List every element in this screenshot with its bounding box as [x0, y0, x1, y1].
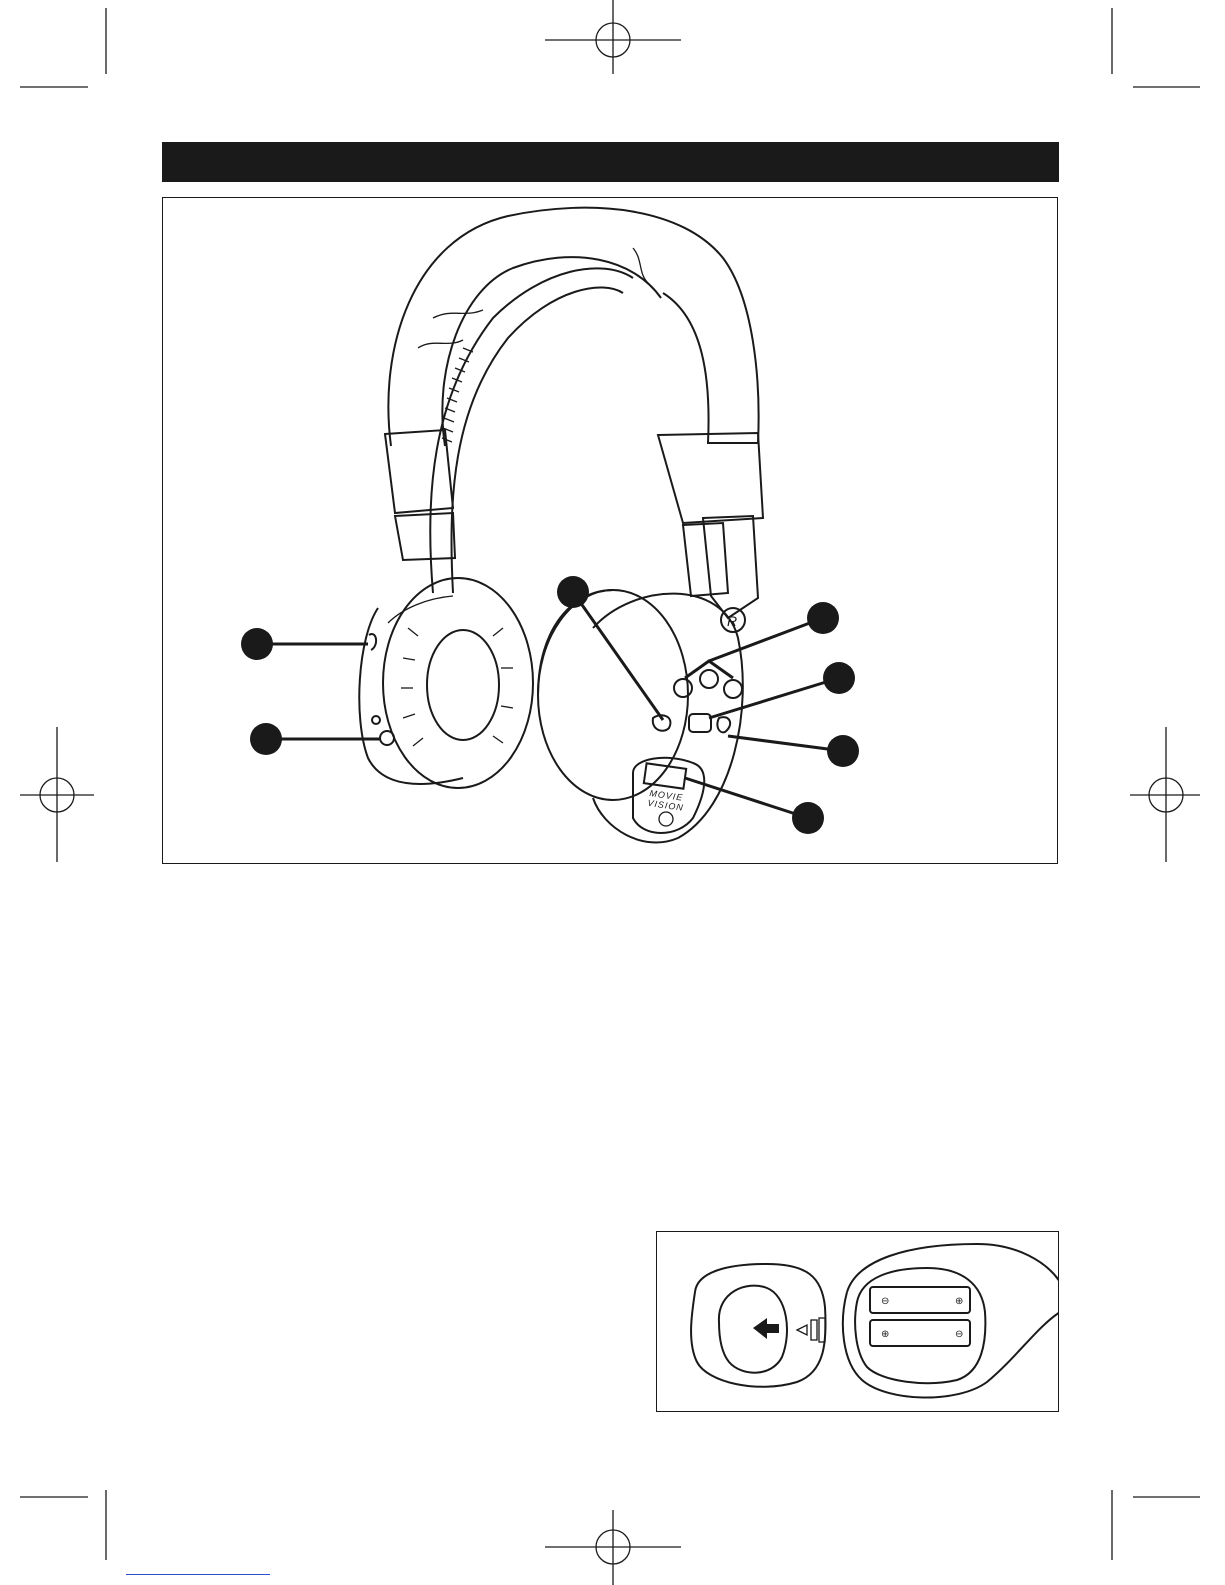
svg-text:⊕: ⊕ — [955, 1296, 963, 1307]
battery-compartment-diagram: ⊖ ⊕ ⊕ ⊖ — [656, 1231, 1059, 1412]
arrow-icon — [753, 1318, 779, 1339]
svg-text:⊖: ⊖ — [955, 1329, 963, 1340]
registration-mark-icon-right — [1130, 727, 1200, 862]
registration-mark-icon-left — [20, 727, 94, 862]
footer-link-underline — [126, 1574, 270, 1575]
headphone-illustration: R MOVIE VISION — [163, 198, 1058, 864]
registration-mark-icon-top — [545, 0, 681, 74]
battery-illustration: ⊖ ⊕ ⊕ ⊖ — [657, 1232, 1059, 1412]
headband — [385, 208, 763, 596]
svg-text:⊖: ⊖ — [881, 1296, 889, 1307]
battery-housing: ⊖ ⊕ ⊕ ⊖ — [843, 1244, 1059, 1398]
left-ear-cup — [359, 578, 533, 788]
battery-cover — [691, 1264, 826, 1387]
display-window — [644, 763, 686, 788]
headphone-diagram: R MOVIE VISION — [162, 197, 1058, 864]
button-3 — [724, 680, 742, 698]
indicator-led — [717, 717, 730, 732]
mode-button — [689, 714, 711, 732]
section-header-bar — [162, 142, 1059, 182]
button-2 — [700, 670, 718, 688]
svg-text:⊕: ⊕ — [881, 1329, 889, 1340]
registration-mark-icon-bottom — [545, 1510, 681, 1585]
callout-dots — [241, 576, 859, 834]
jack-icon — [380, 731, 394, 745]
side-letter: R — [727, 613, 738, 629]
section-header-title — [162, 151, 174, 173]
button-1 — [674, 679, 692, 697]
battery-icon: ⊖ ⊕ ⊕ ⊖ — [870, 1287, 970, 1346]
